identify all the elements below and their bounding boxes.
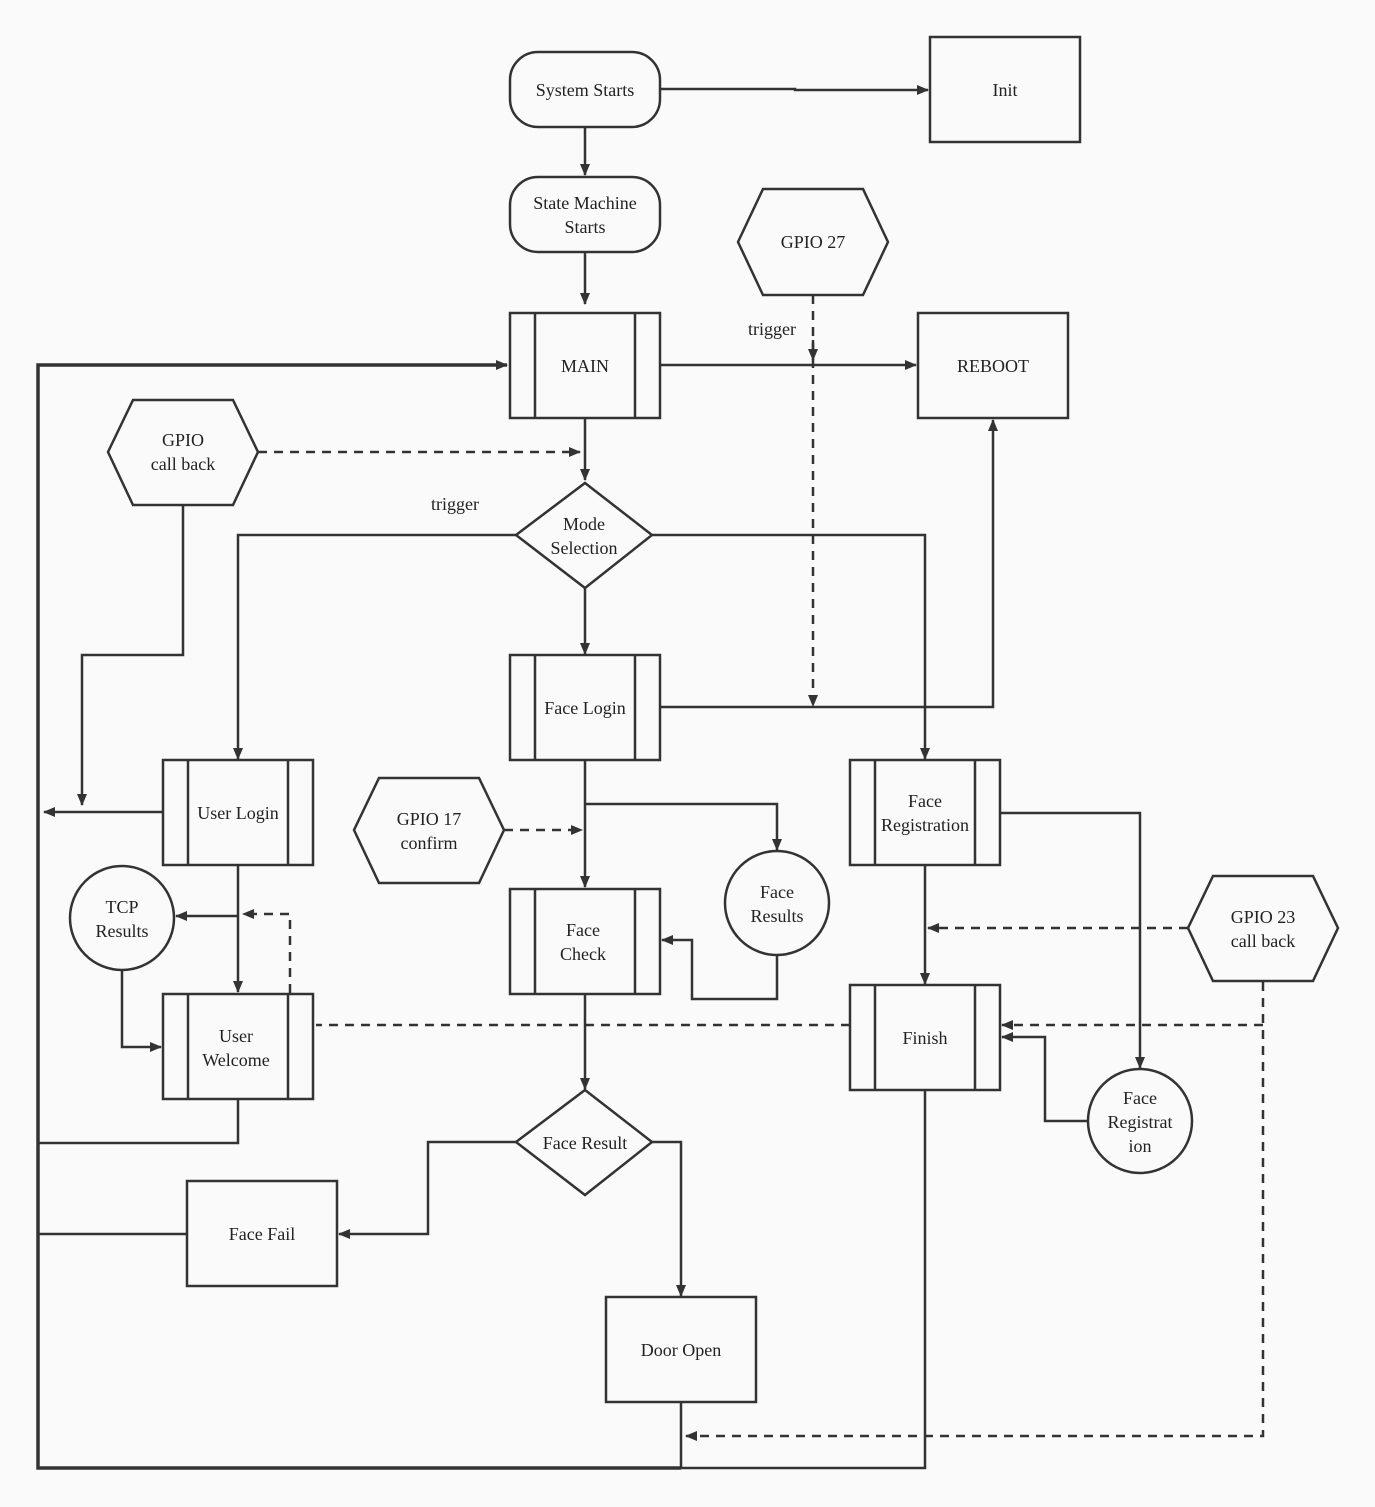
- label-door-open: Door Open: [641, 1340, 721, 1360]
- label-line: User Login: [197, 803, 278, 823]
- label-face-login: Face Login: [544, 698, 625, 718]
- label-gpio23: GPIO 23 call back: [1231, 907, 1296, 951]
- label-reboot: REBOOT: [957, 356, 1029, 376]
- label-main: MAIN: [561, 356, 609, 376]
- node-system-starts[interactable]: [508, 50, 662, 129]
- label-gpio27: GPIO 27: [781, 232, 846, 252]
- label-line: Selection: [551, 538, 618, 558]
- label-init: Init: [993, 80, 1018, 100]
- node-face-registration[interactable]: [848, 758, 1002, 867]
- label-tcp-results: TCP Results: [95, 897, 148, 941]
- label-line: Results: [750, 906, 803, 926]
- node-door-open[interactable]: [604, 1295, 758, 1404]
- edge-label-trigger-gpio27: trigger: [748, 319, 796, 339]
- node-face-results[interactable]: [723, 849, 831, 957]
- label-line: Starts: [564, 217, 605, 237]
- label-line: Face: [760, 882, 794, 902]
- edge-label-trigger-callback: trigger: [431, 494, 479, 514]
- edge-labels: trigger trigger: [431, 319, 796, 514]
- node-face-registration-circle[interactable]: [1086, 1067, 1194, 1175]
- node-init[interactable]: [928, 35, 1082, 144]
- label-line: Face Result: [543, 1133, 627, 1153]
- label-line: User: [219, 1026, 253, 1046]
- node-gpio23[interactable]: [1186, 874, 1340, 983]
- label-line: call back: [1231, 931, 1295, 951]
- label-line: Results: [95, 921, 148, 941]
- node-face-result[interactable]: [513, 1088, 655, 1197]
- edge-main-loop-back: [36, 360, 681, 1470]
- node-gpio-callback[interactable]: [106, 398, 260, 507]
- edge-face-login-to-face-results: [585, 802, 782, 851]
- label-line: GPIO 27: [781, 232, 846, 252]
- edge-user-welcome-feedback: [242, 909, 292, 993]
- label-line: Face: [566, 920, 600, 940]
- label-line: call back: [151, 454, 215, 474]
- edge-tcp-to-user-welcome: [120, 970, 162, 1052]
- label-line: TCP: [105, 897, 138, 917]
- label-line: Door Open: [641, 1340, 721, 1360]
- node-face-fail[interactable]: [185, 1179, 339, 1288]
- label-line: ion: [1128, 1136, 1151, 1156]
- label-line: GPIO: [162, 430, 204, 450]
- label-gpio-callback: GPIO call back: [151, 430, 215, 474]
- edges: [36, 85, 1265, 1470]
- node-gpio27[interactable]: [736, 187, 890, 297]
- node-face-check[interactable]: [508, 887, 662, 996]
- label-line: GPIO 17: [397, 809, 462, 829]
- label-line: Welcome: [202, 1050, 270, 1070]
- node-user-welcome[interactable]: [161, 992, 315, 1101]
- node-reboot[interactable]: [916, 311, 1070, 420]
- label-line: Registrat: [1108, 1112, 1173, 1132]
- label-line: State Machine: [533, 193, 636, 213]
- label-line: confirm: [401, 833, 458, 853]
- edge-mode-to-face-registration: [652, 533, 930, 760]
- label-line: Face: [908, 791, 942, 811]
- edge-circle-to-finish: [1001, 1032, 1088, 1123]
- edge-mode-to-user-login: [233, 533, 516, 760]
- edge-face-result-to-door-open: [652, 1140, 686, 1297]
- node-mode-selection[interactable]: [513, 481, 655, 590]
- label-line: Init: [993, 80, 1018, 100]
- edge-gpio23-down-to-door: [685, 982, 1265, 1441]
- label-line: MAIN: [561, 356, 609, 376]
- label-line: System Starts: [536, 80, 635, 100]
- edge-user-welcome-to-loop: [38, 1100, 240, 1145]
- edge-face-registration-to-circle: [1000, 811, 1145, 1069]
- label-gpio17: GPIO 17 confirm: [397, 809, 462, 853]
- label-face-fail: Face Fail: [229, 1224, 295, 1244]
- label-line: Check: [560, 944, 606, 964]
- edge-gpio-callback-to-left: [77, 506, 185, 806]
- label-line: Face: [1123, 1088, 1157, 1108]
- label-line: GPIO 23: [1231, 907, 1296, 927]
- label-line: Face Login: [544, 698, 625, 718]
- label-line: Finish: [902, 1028, 947, 1048]
- edge-face-results-to-face-check: [661, 935, 779, 1001]
- node-state-machine[interactable]: [508, 175, 662, 254]
- label-user-login: User Login: [197, 803, 278, 823]
- label-face-result: Face Result: [543, 1133, 627, 1153]
- edge-face-login-to-reboot: [660, 419, 998, 709]
- label-finish: Finish: [902, 1028, 947, 1048]
- edge-face-result-to-face-fail: [338, 1140, 516, 1239]
- label-line: Mode: [563, 514, 605, 534]
- edge-system-to-init: [660, 85, 929, 95]
- edge-finish-to-loop: [681, 1090, 927, 1470]
- label-line: REBOOT: [957, 356, 1029, 376]
- label-system-starts: System Starts: [536, 80, 635, 100]
- label-line: Registration: [881, 815, 969, 835]
- node-gpio17[interactable]: [352, 776, 506, 885]
- node-tcp-results[interactable]: [68, 864, 176, 972]
- label-line: Face Fail: [229, 1224, 295, 1244]
